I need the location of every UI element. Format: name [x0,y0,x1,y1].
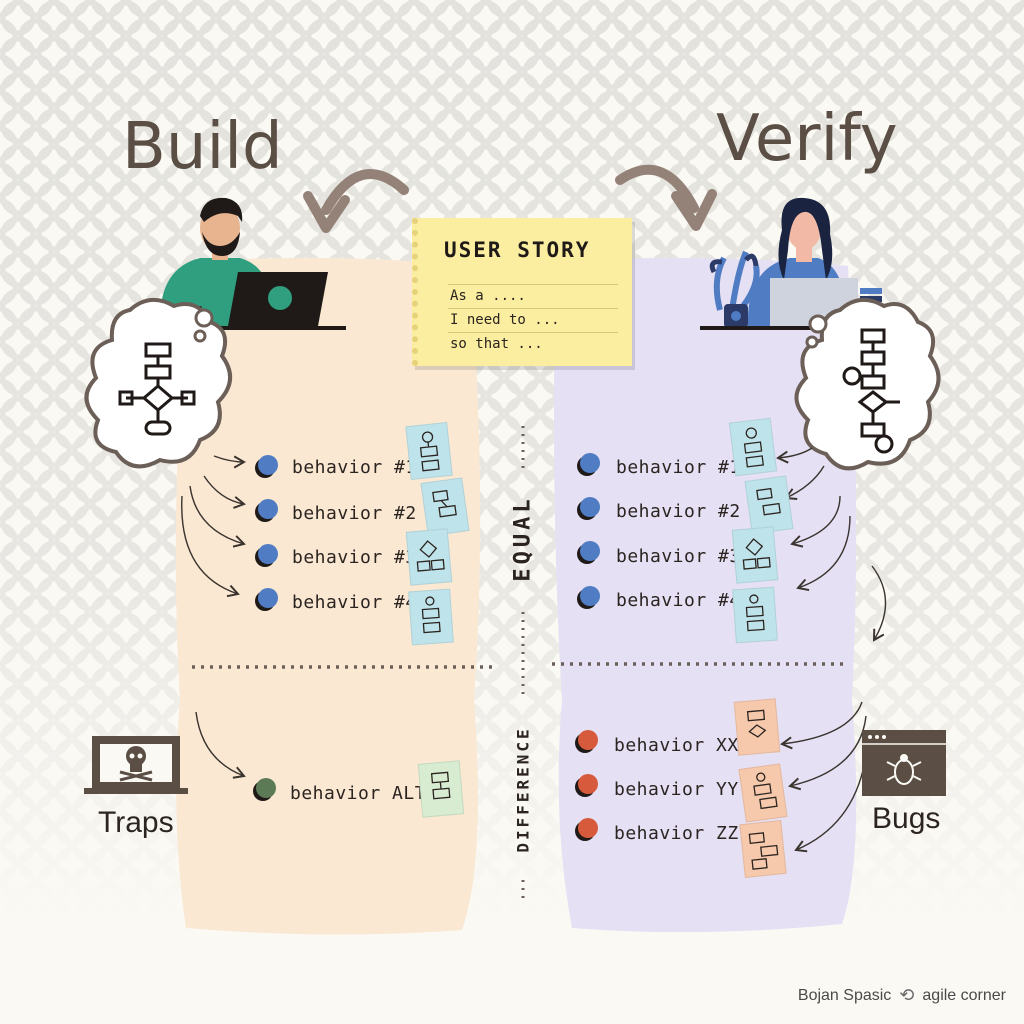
verify-behavior-zz: behavior ZZ [614,823,739,844]
equal-label: EQUAL [510,495,536,582]
build-arrows [181,455,246,779]
author-name: Bojan Spasic [797,986,892,1004]
flowchart-note [405,528,453,586]
behavior-bullet [258,544,278,564]
flowchart-note [731,526,779,584]
bug-browser-icon [862,730,946,796]
build-behavior-2: behavior #2 [292,503,417,524]
flowchart-note [728,417,778,477]
flowchart-note [417,760,465,818]
flowchart-note [408,588,454,646]
verify-behavior-3: behavior #3 [616,546,741,567]
behavior-bullet [580,453,600,473]
agile-corner-logo-icon: ⟲ [899,985,915,1005]
flowchart-note [732,586,778,644]
verify-panel [554,257,857,933]
build-behavior-4: behavior #4 [292,592,417,613]
build-behavior-1: behavior #1 [292,457,417,478]
build-behavior-3: behavior #3 [292,547,417,568]
curved-arrow-icon [615,164,699,213]
tester-illustration [700,197,882,330]
verify-thought-cloud [794,298,941,471]
build-thought-cloud [84,298,232,469]
user-story-line: so that ... [450,336,543,352]
bugs-label: Bugs [872,802,941,835]
flowchart-icon [842,328,900,454]
verify-behavior-xx: behavior XX [614,735,739,756]
flowchart-note [420,477,470,537]
verify-behavior-4: behavior #4 [616,590,741,611]
flowchart-note [738,763,788,823]
traps-label: Traps [98,806,174,839]
behavior-bullet [580,497,600,517]
skull-laptop-icon [84,736,188,794]
verify-behavior-2: behavior #2 [616,501,741,522]
behavior-bullet [578,730,598,750]
verify-behavior-1: behavior #1 [616,457,741,478]
user-story-card: USER STORY As a .... I need to ... so th… [412,218,632,366]
curved-arrow-icon [321,169,409,215]
verify-arrows [776,447,887,853]
behavior-bullet [258,455,278,475]
user-story-title: USER STORY [444,238,591,262]
flowchart-note [733,698,781,756]
verify-title: Verify [716,102,898,176]
build-title: Build [122,110,283,184]
behavior-bullet [258,588,278,608]
behavior-bullet [258,499,278,519]
behavior-bullet [578,774,598,794]
flowchart-note [739,819,787,879]
behavior-bullet [580,541,600,561]
difference-label: DIFFERENCE [513,726,533,853]
behavior-bullet [578,818,598,838]
behavior-bullet [580,586,600,606]
brand-name: agile corner [922,986,1006,1004]
behavior-bullet [256,778,276,798]
user-story-line: As a .... [450,288,526,304]
flowchart-note [405,421,453,481]
verify-behavior-yy: behavior YY [614,779,739,800]
flowchart-icon [118,342,196,436]
flowchart-note [744,475,794,535]
user-story-line: I need to ... [450,312,560,328]
build-behavior-alt: behavior ALT [290,783,427,804]
credit: Bojan Spasic ⟲ agile corner [798,985,1006,1006]
build-panel [175,257,481,935]
